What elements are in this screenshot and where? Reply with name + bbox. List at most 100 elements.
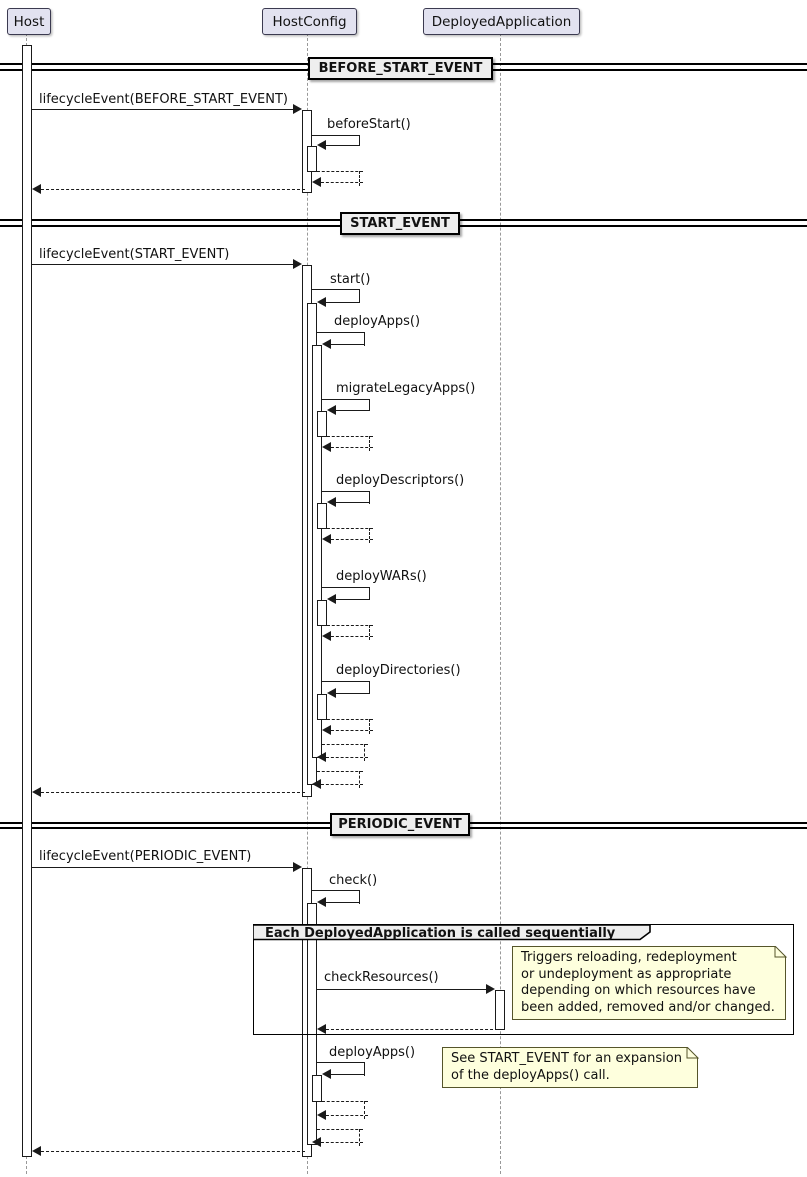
self-return-line (331, 636, 373, 637)
return-line (41, 189, 305, 190)
self-return-line (331, 730, 373, 731)
self-return-line (364, 744, 365, 761)
note-fold-icon (774, 946, 787, 958)
group-frame-tab (253, 924, 651, 941)
arrowhead (293, 862, 302, 872)
message-label: checkResources() (324, 970, 439, 985)
divider-label: START_EVENT (350, 216, 450, 231)
self-call-line (369, 681, 370, 694)
activation-bar (307, 146, 317, 172)
self-return-line (326, 757, 368, 758)
group-frame-label: Each DeployedApplication is called seque… (265, 926, 616, 941)
self-return-line (359, 1129, 360, 1146)
divider-start-event: START_EVENT (340, 212, 460, 235)
message-line (32, 867, 293, 868)
message-line (317, 989, 486, 990)
self-call-line (312, 135, 360, 136)
self-call-line (359, 289, 360, 303)
self-return-line (331, 447, 373, 448)
self-return-line (359, 771, 360, 788)
activation-bar (317, 694, 327, 720)
divider-label: PERIODIC_EVENT (338, 817, 462, 832)
activation-bar-deployedapplication (495, 990, 505, 1030)
self-call-line (364, 1062, 365, 1076)
participant-hostconfig: HostConfig (262, 8, 357, 35)
arrowhead (317, 897, 326, 907)
divider-label: BEFORE_START_EVENT (318, 61, 483, 76)
arrowhead (32, 184, 41, 194)
arrowhead (32, 1146, 41, 1156)
self-call-line (322, 491, 370, 492)
self-call-line (331, 344, 365, 345)
participant-label: HostConfig (272, 13, 347, 30)
self-call-line (317, 1062, 365, 1063)
message-label: deployWARs() (336, 569, 427, 584)
lifeline-deployedapplication (500, 33, 501, 1174)
arrowhead (317, 140, 326, 150)
participant-label: Host (13, 13, 45, 30)
message-label: start() (330, 272, 371, 287)
arrowhead (317, 752, 326, 762)
activation-bar (317, 600, 327, 626)
arrowhead (293, 104, 302, 114)
self-call-line (336, 693, 370, 694)
arrowhead (312, 1137, 321, 1147)
arrowhead (317, 1024, 326, 1034)
self-return-line (327, 528, 373, 529)
self-call-line (364, 332, 365, 346)
self-return-line (364, 1101, 365, 1119)
self-call-line (369, 491, 370, 504)
participant-host: Host (7, 8, 51, 35)
arrowhead (322, 631, 331, 641)
self-return-line (369, 528, 370, 543)
note-deploy-apps: See START_EVENT for an expansion of the … (442, 1047, 698, 1088)
self-return-line (317, 171, 363, 172)
self-return-line (321, 182, 363, 183)
self-return-line (327, 719, 373, 720)
message-label: deployDescriptors() (336, 473, 465, 488)
return-line (326, 1029, 498, 1030)
arrowhead (312, 779, 321, 789)
message-label: lifecycleEvent(PERIODIC_EVENT) (39, 849, 252, 864)
message-line (32, 264, 293, 265)
arrowhead (322, 1069, 331, 1079)
return-line (41, 792, 305, 793)
self-return-line (321, 784, 363, 785)
arrowhead (317, 297, 326, 307)
activation-bar (312, 1075, 322, 1102)
self-call-line (336, 599, 370, 600)
arrowhead (486, 984, 495, 994)
self-call-line (326, 302, 360, 303)
self-return-line (321, 1142, 363, 1143)
message-label: deployApps() (334, 314, 421, 329)
divider-periodic-event: PERIODIC_EVENT (330, 813, 470, 836)
self-call-line (322, 681, 370, 682)
arrowhead (32, 787, 41, 797)
message-label: deployDirectories() (336, 663, 461, 678)
self-return-line (369, 625, 370, 640)
self-return-line (369, 436, 370, 451)
self-call-line (369, 587, 370, 600)
self-call-line (326, 145, 360, 146)
self-return-line (326, 1115, 368, 1116)
activation-bar-host (22, 45, 32, 1157)
self-call-line (322, 587, 370, 588)
self-call-line (336, 502, 370, 503)
participant-label: DeployedApplication (431, 13, 572, 30)
message-label: beforeStart() (327, 117, 411, 132)
self-return-line (322, 744, 368, 745)
self-call-line (312, 890, 360, 891)
arrowhead (317, 1110, 326, 1120)
note-fold-icon (686, 1047, 699, 1059)
self-return-line (317, 771, 363, 772)
arrowhead (322, 339, 331, 349)
participant-deployedapplication: DeployedApplication (423, 8, 580, 35)
arrowhead (322, 534, 331, 544)
arrowhead (327, 497, 336, 507)
message-line (32, 109, 293, 110)
self-return-line (369, 719, 370, 734)
divider-before-start-event: BEFORE_START_EVENT (308, 57, 493, 80)
self-call-line (359, 135, 360, 146)
self-call-line (336, 410, 370, 411)
